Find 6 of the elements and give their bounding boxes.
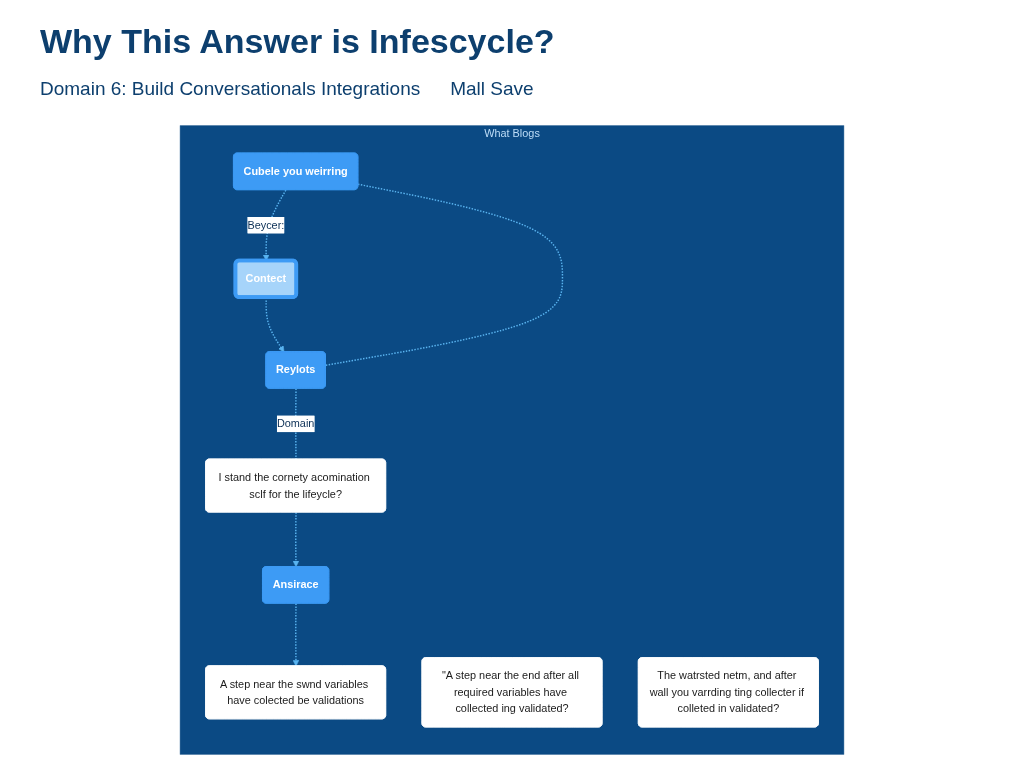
note-text: Mall Save [450, 78, 534, 100]
subtitle: Domain 6: Build Conversationals Integrations [40, 78, 421, 100]
edge-label: Domain [276, 416, 315, 430]
title: Why This Answer is Infescycle? [40, 22, 555, 61]
connector [325, 183, 564, 366]
edge-label: Beycer: [247, 218, 285, 231]
